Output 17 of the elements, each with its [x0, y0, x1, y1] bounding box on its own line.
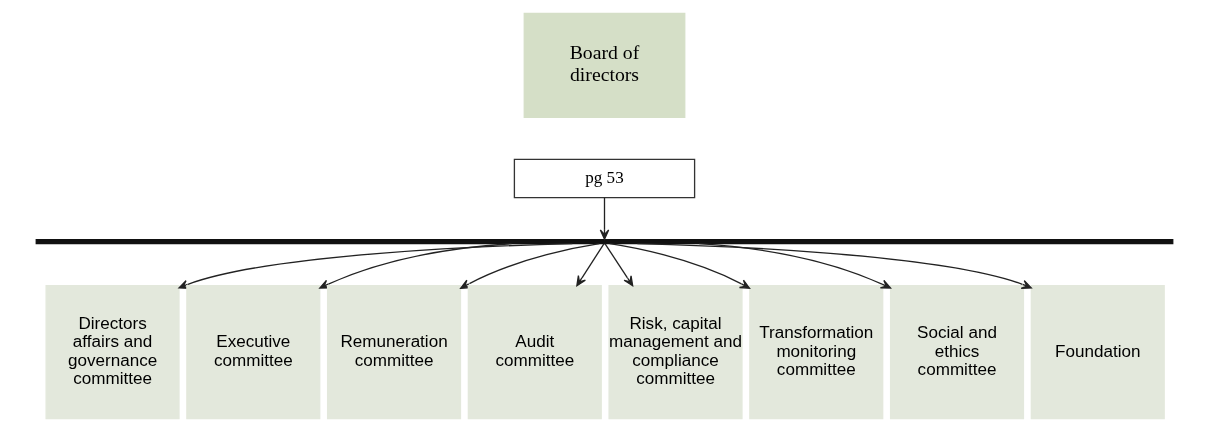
node-box: pg 53 [513, 158, 695, 199]
node-box: Social and ethics committee [889, 285, 1024, 420]
node-box: Board of directors [523, 12, 685, 118]
node-box: Remuneration committee [326, 285, 461, 420]
arrow [575, 243, 605, 287]
node-box: Risk, capital management and compliance committee [607, 285, 743, 420]
arrow [636, 243, 1032, 289]
node-box: Directors affairs and governance committee [44, 285, 180, 420]
arrow [698, 243, 891, 289]
node-box: Transformation monitoring committee [748, 285, 883, 420]
node-bar [35, 239, 1173, 245]
arrow [603, 243, 633, 287]
node-box: Foundation [1030, 285, 1165, 420]
node-box: Audit committee [467, 285, 602, 420]
arrow [599, 197, 609, 240]
arrow [608, 243, 750, 289]
node-box: Executive committee [185, 285, 320, 420]
